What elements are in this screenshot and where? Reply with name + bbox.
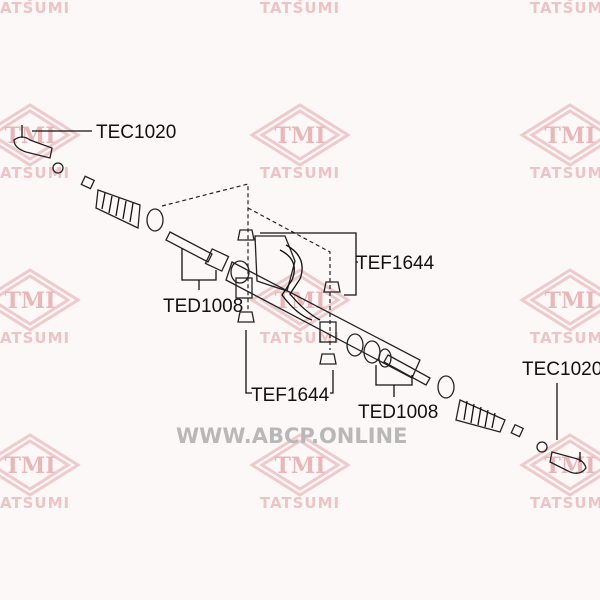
nut-left — [52, 162, 64, 174]
tatsumi-brand-text: TATSUMI — [260, 164, 340, 182]
label-tef1644-bottom: TEF1644 — [251, 385, 330, 406]
tmi-logo-diamond — [0, 433, 81, 497]
bushing-top-right — [323, 281, 341, 293]
tmi-logo-text: TMI — [274, 453, 325, 479]
bushing-bottom-right — [319, 353, 337, 365]
tmi-logo-text: TMI — [274, 123, 325, 149]
inner-rod-right — [383, 354, 431, 386]
tmi-logo-diamond — [519, 268, 600, 332]
inner-rod-left — [165, 231, 230, 272]
tmi-logo-text: TMI — [544, 288, 595, 314]
tmi-logo-text: TMI — [544, 123, 595, 149]
tmi-logo-diamond — [519, 103, 600, 167]
tatsumi-brand-text: TATSUMI — [0, 329, 70, 347]
clamp-left — [80, 175, 96, 190]
tatsumi-brand-text: TATSUMI — [0, 494, 70, 512]
tatsumi-brand-text: TATSUMI — [260, 0, 340, 17]
tmi-logo-diamond — [0, 103, 81, 167]
site-watermark: WWW.ABCP.ONLINE — [176, 424, 407, 448]
tatsumi-brand-text: TATSUMI — [260, 329, 340, 347]
tatsumi-brand-text: TATSUMI — [0, 164, 70, 182]
tmi-logo-diamond — [249, 103, 351, 167]
clamp-right — [510, 423, 525, 438]
label-ted1008-left: TED1008 — [163, 296, 243, 317]
tmi-logo-text: TMI — [4, 288, 55, 314]
boot-right — [437, 375, 506, 433]
nut-right — [536, 441, 548, 453]
tie-rod-end-right — [549, 451, 587, 474]
tatsumi-brand-text: TATSUMI — [530, 0, 600, 17]
tie-rod-end-left — [13, 125, 53, 159]
label-tef1644-top: TEF1644 — [356, 253, 435, 274]
tatsumi-brand-text: TATSUMI — [530, 164, 600, 182]
leader-lines — [32, 130, 558, 440]
tmi-logo-diamond — [0, 268, 81, 332]
tatsumi-brand-text: TATSUMI — [530, 329, 600, 347]
tmi-logo-text: TMI — [4, 453, 55, 479]
watermark-layer: TMI TATSUMI TMI TATSUMI TMI TATSUMI TMI TATSUMI… — [0, 0, 600, 512]
boot-left — [95, 189, 164, 232]
bushing-top-left — [237, 229, 255, 241]
tmi-logo-diamond — [249, 268, 351, 332]
tmi-logo-diamond — [519, 433, 600, 497]
label-tec1020-left: TEC1020 — [96, 122, 176, 143]
tmi-logo-text: TMI — [4, 123, 55, 149]
tatsumi-brand-text: TATSUMI — [0, 0, 70, 17]
label-tec1020-right: TEC1020 — [522, 359, 600, 380]
tatsumi-brand-text: TATSUMI — [260, 494, 340, 512]
tmi-logo-diamond — [249, 433, 351, 497]
tatsumi-brand-text: TATSUMI — [530, 494, 600, 512]
bushing-bottom-left — [237, 311, 255, 323]
label-ted1008-right: TED1008 — [358, 402, 438, 423]
